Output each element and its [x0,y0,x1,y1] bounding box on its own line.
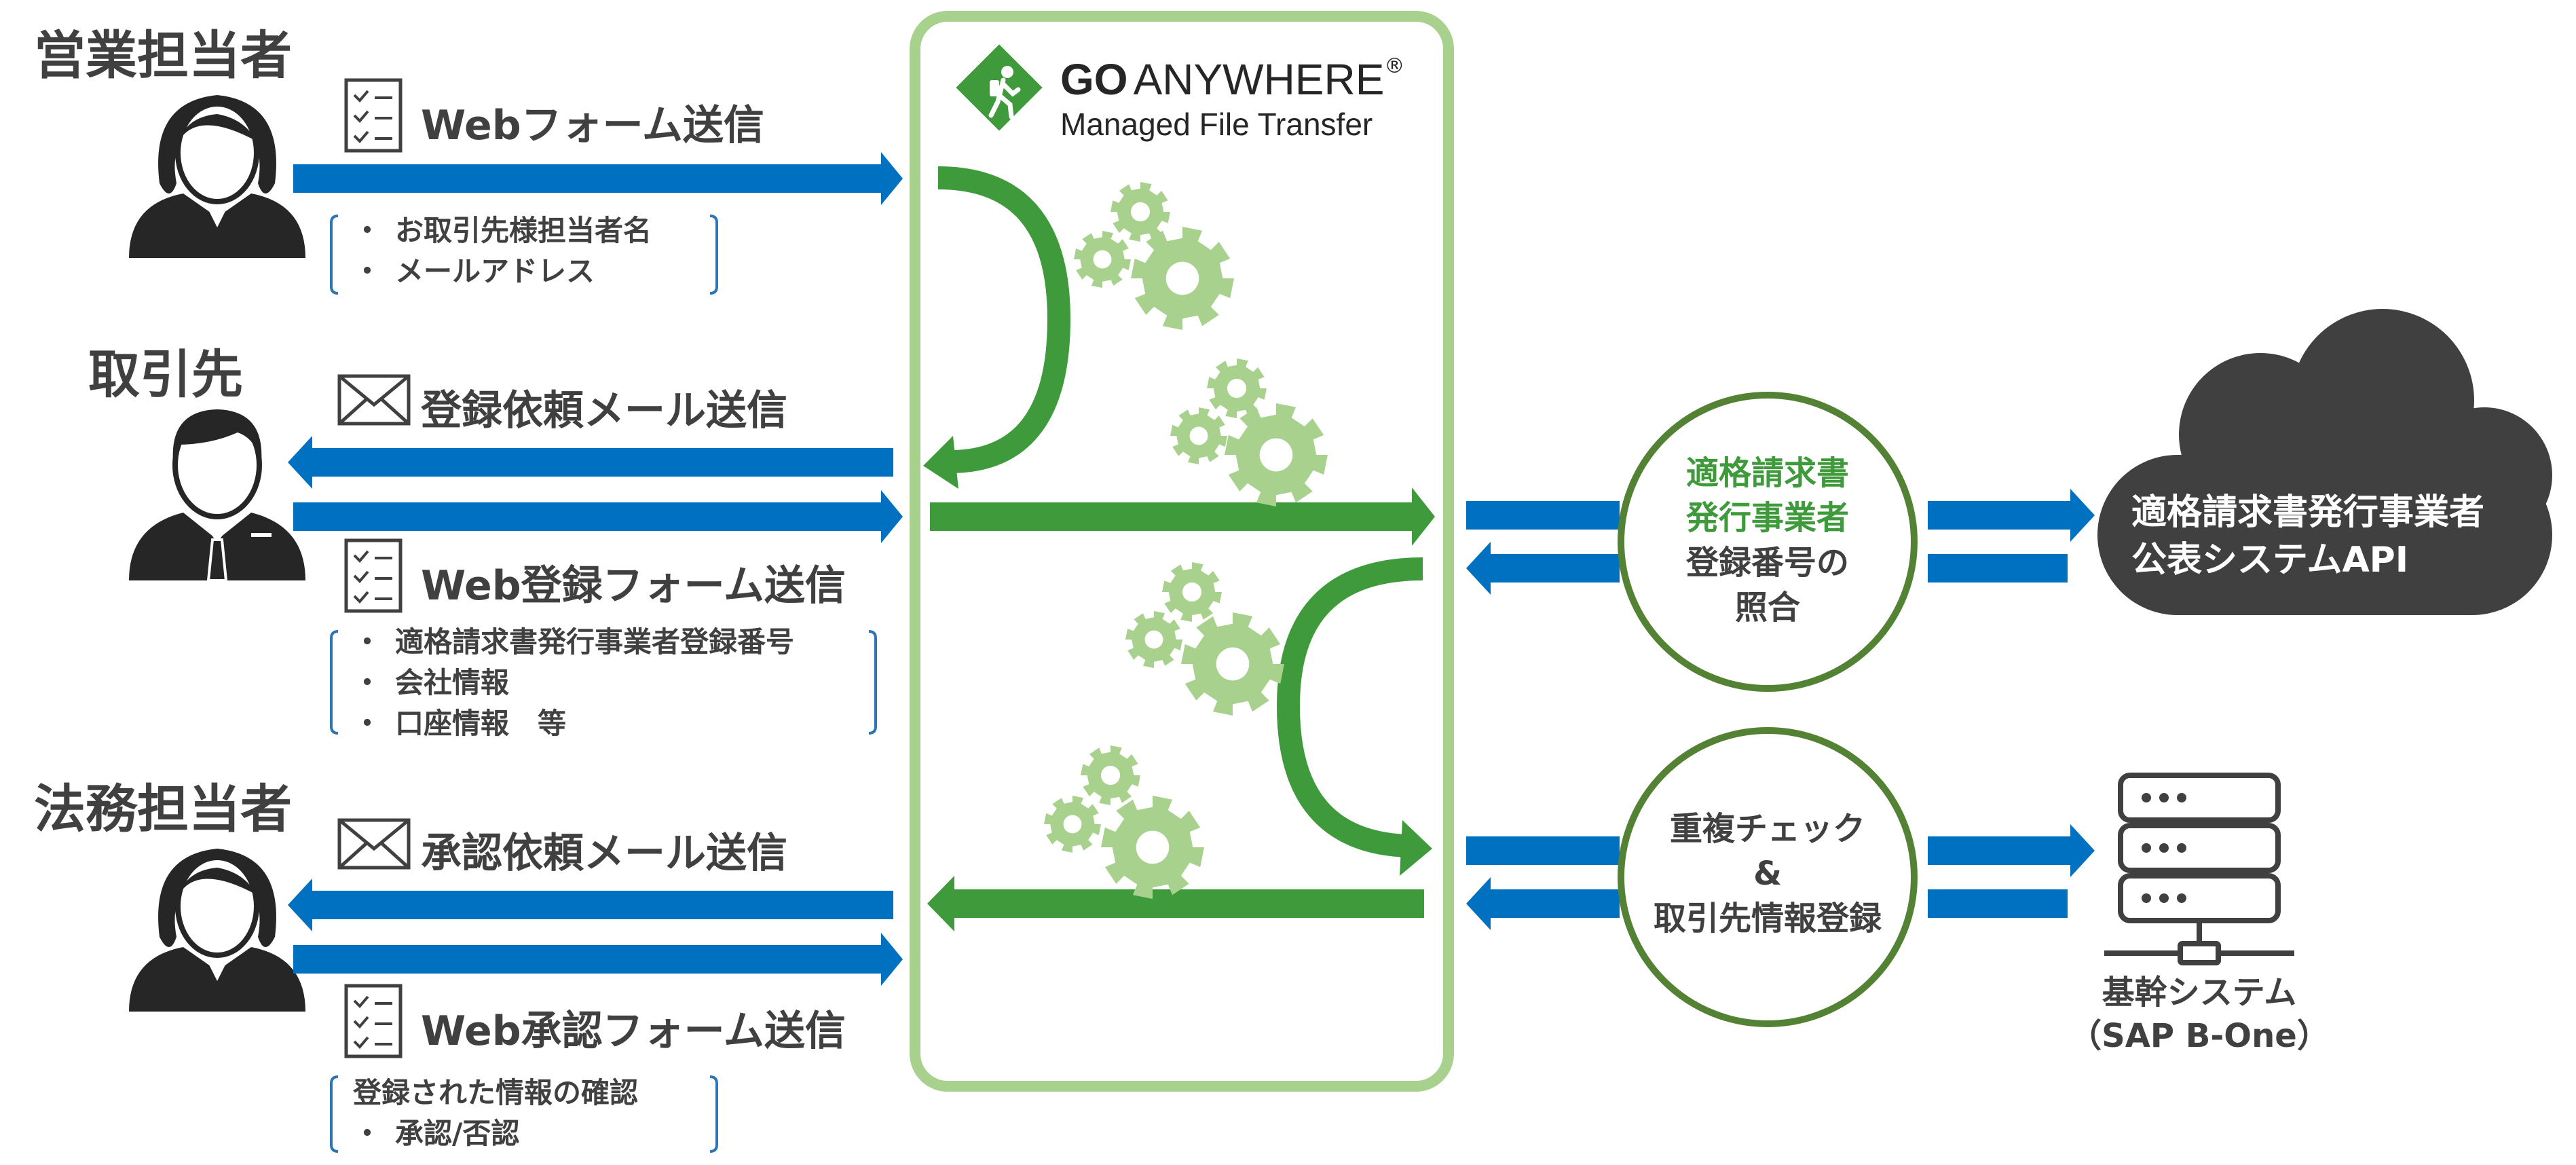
bullet-intro: 登録された情報の確認 [353,1076,639,1109]
role-title-partner: 取引先 [88,344,243,405]
verify-line-4: 照合 [1734,589,1800,627]
gear-icon [1074,231,1131,288]
gear-icon [1225,403,1328,506]
server-rack-icon [2104,773,2294,965]
step-label-web-reg-form: Web登録フォーム送信 [421,562,846,610]
arrow-partner-to-mft [293,490,903,543]
register-line-1: 重複チェック [1669,810,1865,848]
erp-label: 基幹システム （SAP B-One） [2064,971,2335,1058]
register-line-3: 取引先情報登録 [1653,900,1882,938]
verify-circle-text: 適格請求書 発行事業者 登録番号の 照合 [1645,451,1890,630]
female-person-icon [129,95,305,258]
step-label-web-form: Webフォーム送信 [421,102,764,149]
erp-line-1: 基幹システム [2102,974,2297,1012]
arrow-mft-to-legal-mail [288,879,893,931]
register-line-2: & [1753,855,1782,893]
arrow-erp-to-register [1928,889,2068,918]
arrow-mft-to-verify [1466,501,1620,530]
bullet-bracket [330,215,718,295]
arrow-mft-to-partner-reg-mail [288,436,893,489]
checklist-icon [344,78,403,153]
bullet-list-web-reg-form: 適格請求書発行事業者登録番号 会社情報 口座情報 等 [353,622,794,744]
brand-name-rest: ANYWHERE [1133,55,1385,104]
male-person-tie-icon [129,409,305,582]
gear-icon [1162,562,1222,622]
erp-line-2: （SAP B-One） [2069,1017,2330,1055]
green-straight-arrow-mid [930,487,1435,546]
arrow-register-to-mft [1466,877,1620,930]
gear-icon [1207,358,1267,418]
bullet-list-web-approval-form: 登録された情報の確認 承認/否認 [353,1073,638,1154]
female-person-icon [129,849,305,1012]
gear-icon [1101,796,1204,899]
server-rack-dots [2142,793,2186,903]
gear-icon [1110,182,1170,242]
bullet-list-web-form: お取引先様担当者名 メールアドレス [353,210,652,292]
bullet-item: 会社情報 [353,663,794,703]
bullet-bracket [330,1075,718,1153]
bullet-item: 適格請求書発行事業者登録番号 [353,622,794,663]
cloud-line-1: 適格請求書発行事業者 [2131,492,2485,533]
gear-icon [1131,227,1234,330]
register-process-circle [1618,727,1918,1027]
brand-subtitle: Managed File Transfer [1060,107,1373,142]
bullet-item: 口座情報 等 [353,703,794,744]
bullet-item: メールアドレス [353,251,652,292]
green-straight-arrow-bottom [927,876,1424,931]
verify-line-3: 登録番号の [1685,544,1849,582]
arrow-verify-to-cloud [1928,489,2095,542]
cloud-label: 適格請求書発行事業者 公表システムAPI [2131,489,2484,584]
bullet-item: 承認/否認 [353,1113,638,1154]
bullet-bracket [330,630,877,735]
arrow-legal-to-mft [293,933,903,986]
step-label-web-approval-form: Web承認フォーム送信 [421,1007,846,1055]
role-title-legal: 法務担当者 [34,779,292,839]
arrow-verify-to-mft [1466,542,1620,595]
verify-line-1: 適格請求書 [1685,454,1849,492]
arrow-web-form-to-mft [293,152,903,205]
green-curved-arrow-top [923,166,1071,489]
checklist-icon [344,984,403,1058]
gear-icon [1181,612,1284,716]
arrow-register-to-erp [1928,824,2095,877]
envelope-icon [337,374,411,426]
verify-line-2: 発行事業者 [1685,499,1849,537]
checklist-icon [344,538,403,613]
verify-process-circle [1618,392,1918,692]
brand-registered: ® [1384,54,1405,78]
step-label-reg-mail: 登録依頼メール送信 [421,387,787,434]
gear-icon [1125,611,1182,668]
bullet-item: お取引先様担当者名 [353,210,652,251]
role-title-sales: 営業担当者 [34,25,292,86]
register-circle-text: 重複チェック & 取引先情報登録 [1639,807,1897,941]
envelope-icon [337,818,411,870]
cloud-line-2: 公表システムAPI [2131,540,2409,580]
step-label-approval-mail: 承認依頼メール送信 [421,830,787,877]
arrow-cloud-to-verify [1928,554,2068,582]
brand-name-bold: GO [1060,55,1128,104]
gear-icon [1170,407,1227,464]
green-curved-arrow-bottom [1276,557,1432,876]
gear-icon [1044,796,1101,853]
cloud-icon [2097,309,2552,615]
gear-cluster [1044,182,1328,899]
gear-icon [1081,745,1140,805]
arrow-mft-to-register [1466,836,1620,865]
